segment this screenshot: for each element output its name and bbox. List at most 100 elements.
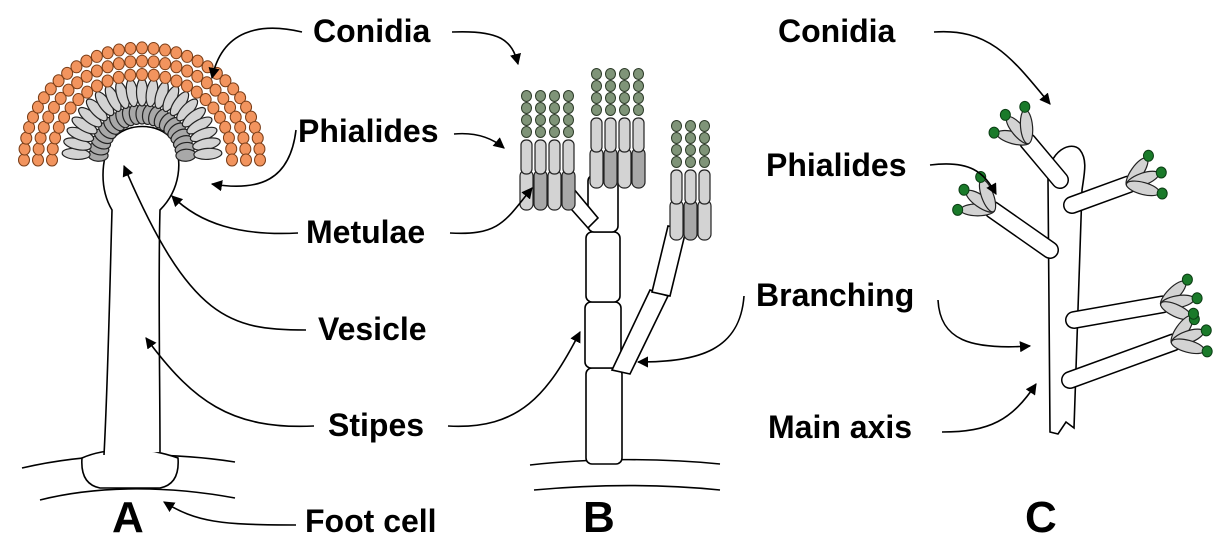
conidium xyxy=(634,81,644,92)
conidium xyxy=(550,127,560,138)
conidium xyxy=(249,121,260,133)
conidium xyxy=(536,127,546,138)
conidium xyxy=(160,58,171,70)
conidium xyxy=(959,184,969,195)
conidium xyxy=(672,133,682,144)
arrow-main-axis xyxy=(942,384,1036,432)
conidium xyxy=(606,69,616,80)
panel-c-branches xyxy=(961,109,1206,380)
conidium xyxy=(522,91,532,102)
conidium xyxy=(33,154,44,166)
conidium xyxy=(171,47,182,59)
conidium xyxy=(536,103,546,114)
conidium xyxy=(160,71,171,83)
stipe-segment xyxy=(586,232,620,302)
conidium xyxy=(634,69,644,80)
conidium xyxy=(564,115,574,126)
conidium xyxy=(182,65,193,77)
phialide xyxy=(619,118,630,152)
conidium xyxy=(102,75,113,87)
foot-cell-shape xyxy=(82,450,178,488)
conidium xyxy=(171,61,182,73)
conidium xyxy=(592,69,602,80)
conidium xyxy=(81,55,92,67)
conidium xyxy=(1000,109,1010,120)
arrow-stipes-to-a xyxy=(146,338,314,426)
conidium xyxy=(592,81,602,92)
conidium xyxy=(113,44,124,56)
conidium xyxy=(564,103,574,114)
phialide xyxy=(521,140,532,174)
metula xyxy=(698,200,711,240)
conidium xyxy=(522,115,532,126)
label-branching: Branching xyxy=(756,277,914,313)
conidium xyxy=(47,154,58,166)
conidium xyxy=(137,55,148,67)
conidium xyxy=(700,157,710,168)
metula xyxy=(548,170,561,210)
conidium xyxy=(71,61,82,73)
conidium xyxy=(672,121,682,132)
arrow-phialides-to-b xyxy=(454,134,504,148)
conidium xyxy=(634,105,644,116)
metula xyxy=(618,148,631,188)
stipe-shape xyxy=(103,127,179,456)
conidium xyxy=(19,154,30,166)
arrow-conidia-to-a xyxy=(212,28,302,78)
conidium xyxy=(226,143,237,155)
conidium xyxy=(564,91,574,102)
label-conidia-left: Conidia xyxy=(313,13,431,49)
label-main-axis: Main axis xyxy=(768,409,912,445)
conidium xyxy=(102,61,113,73)
conidium xyxy=(522,127,532,138)
metula xyxy=(562,170,575,210)
phialide xyxy=(591,118,602,152)
conidium xyxy=(91,50,102,62)
panel-label-c: C xyxy=(1025,493,1057,535)
branch xyxy=(993,210,1050,250)
arrow-conidia-right xyxy=(934,32,1050,104)
arrow-branching-right xyxy=(938,300,1030,347)
phialide xyxy=(671,170,682,204)
phialide xyxy=(633,118,644,152)
conidium xyxy=(592,105,602,116)
stipe-segment xyxy=(586,368,622,464)
label-foot-cell: Foot cell xyxy=(305,503,437,535)
panel-label-b: B xyxy=(583,493,615,535)
conidium xyxy=(606,105,616,116)
conidium xyxy=(686,157,696,168)
conidium xyxy=(240,143,251,155)
conidium xyxy=(1201,325,1211,336)
conidium xyxy=(1020,101,1030,112)
conidium xyxy=(125,69,136,81)
branch xyxy=(1070,342,1173,380)
conidium xyxy=(686,145,696,156)
branch xyxy=(1074,304,1163,320)
panel-b-substrate-top xyxy=(530,460,720,465)
label-metulae: Metulae xyxy=(306,214,425,250)
conidium xyxy=(1143,150,1153,161)
conidium xyxy=(686,133,696,144)
conidium xyxy=(700,121,710,132)
conidium xyxy=(223,132,234,144)
label-stipes: Stipes xyxy=(328,407,424,443)
conidium xyxy=(160,44,171,56)
arrow-conidia-to-b xyxy=(452,32,518,64)
conidium xyxy=(606,81,616,92)
panel-a-aspergillus xyxy=(19,42,266,500)
panel-b-penicillium xyxy=(520,69,720,491)
conidium xyxy=(21,132,32,144)
main-axis-shape xyxy=(1048,146,1085,434)
conidium xyxy=(592,93,602,104)
conidium xyxy=(81,70,92,82)
conidium xyxy=(686,121,696,132)
conidium xyxy=(1156,167,1166,178)
conidium xyxy=(536,115,546,126)
conidium xyxy=(1202,346,1212,357)
conidium xyxy=(620,105,630,116)
conidium xyxy=(102,47,113,59)
phialide xyxy=(137,78,148,106)
conidium xyxy=(522,103,532,114)
conidium xyxy=(1192,293,1202,304)
